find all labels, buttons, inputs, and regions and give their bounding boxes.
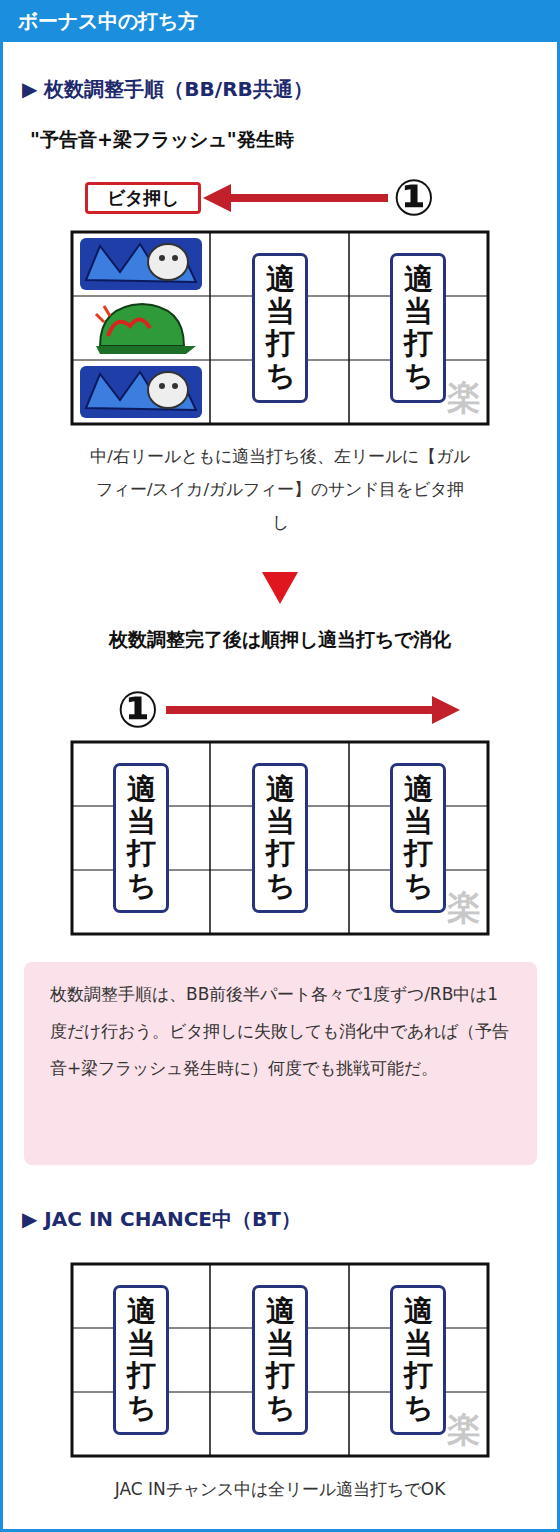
- note-text: 枚数調整手順は、BB前後半パート各々で1度ずつ/RB中は1度だけ行おう。ビタ押し…: [50, 976, 511, 1087]
- sub-heading: "予告音+梁フラッシュ"発生時: [30, 126, 530, 152]
- reel-text: 適当打ち: [404, 264, 433, 392]
- galfy-symbol: [80, 238, 202, 290]
- reel-text: 適当打ち: [127, 1296, 156, 1424]
- note-box: 枚数調整手順は、BB前後半パート各々で1度ずつ/RB中は1度だけ行おう。ビタ押し…: [24, 962, 537, 1165]
- right-arrow: [166, 696, 460, 724]
- reel-text: 適当打ち: [404, 1296, 433, 1424]
- reel-instruction-box: 適当打ち: [252, 1285, 308, 1435]
- sub-heading: 枚数調整完了後は順押し適当打ちで消化: [10, 626, 550, 652]
- reel-instruction-box: 適当打ち: [390, 763, 446, 913]
- watermark: 楽: [447, 1406, 487, 1452]
- node-text: ①: [117, 685, 159, 735]
- node-text: ビタ押し: [99, 186, 187, 210]
- galfy-symbol: [80, 366, 202, 418]
- reel-text: 適当打ち: [266, 1296, 295, 1424]
- step-arrow: [203, 184, 388, 212]
- reel-text: 適当打ち: [266, 264, 295, 392]
- watermark: 楽: [447, 374, 487, 420]
- note-panel-ground: [24, 962, 537, 1165]
- reel-grid: [72, 1264, 488, 1456]
- caption: JAC INチャンス中は全リール適当打ちでOK: [10, 1478, 550, 1501]
- reel-text: 適当打ち: [266, 774, 295, 902]
- node-text: ボーナス中の打ち方: [0, 0, 560, 42]
- reel-instruction-box: 適当打ち: [252, 253, 308, 403]
- callout-box: ビタ押し: [85, 182, 201, 214]
- reel-text: 適当打ち: [404, 774, 433, 902]
- reel-instruction-box: 適当打ち: [113, 763, 169, 913]
- caption: 中/右リールともに適当打ち後、左リールに【ガルフィー/スイカ/ガルフィー】のサン…: [90, 440, 470, 539]
- node-text: ①: [393, 173, 435, 223]
- step-number: ①: [110, 682, 166, 738]
- section-heading: ▶ 枚数調整手順（BB/RB共通）: [22, 76, 542, 103]
- section-heading: ▶ JAC IN CHANCE中（BT）: [22, 1206, 542, 1233]
- reel-instruction-box: 適当打ち: [113, 1285, 169, 1435]
- title-band: ボーナス中の打ち方: [0, 0, 560, 42]
- step-number: ①: [386, 170, 442, 226]
- reel-grid: [72, 232, 488, 424]
- reel-instruction-box: 適当打ち: [390, 253, 446, 403]
- down-triangle: [262, 572, 298, 604]
- reel-text: 適当打ち: [127, 774, 156, 902]
- reel-instruction-box: 適当打ち: [252, 763, 308, 913]
- suika-symbol: [96, 304, 196, 354]
- watermark: 楽: [447, 884, 487, 930]
- reel-grid: [72, 742, 488, 934]
- reel-instruction-box: 適当打ち: [390, 1285, 446, 1435]
